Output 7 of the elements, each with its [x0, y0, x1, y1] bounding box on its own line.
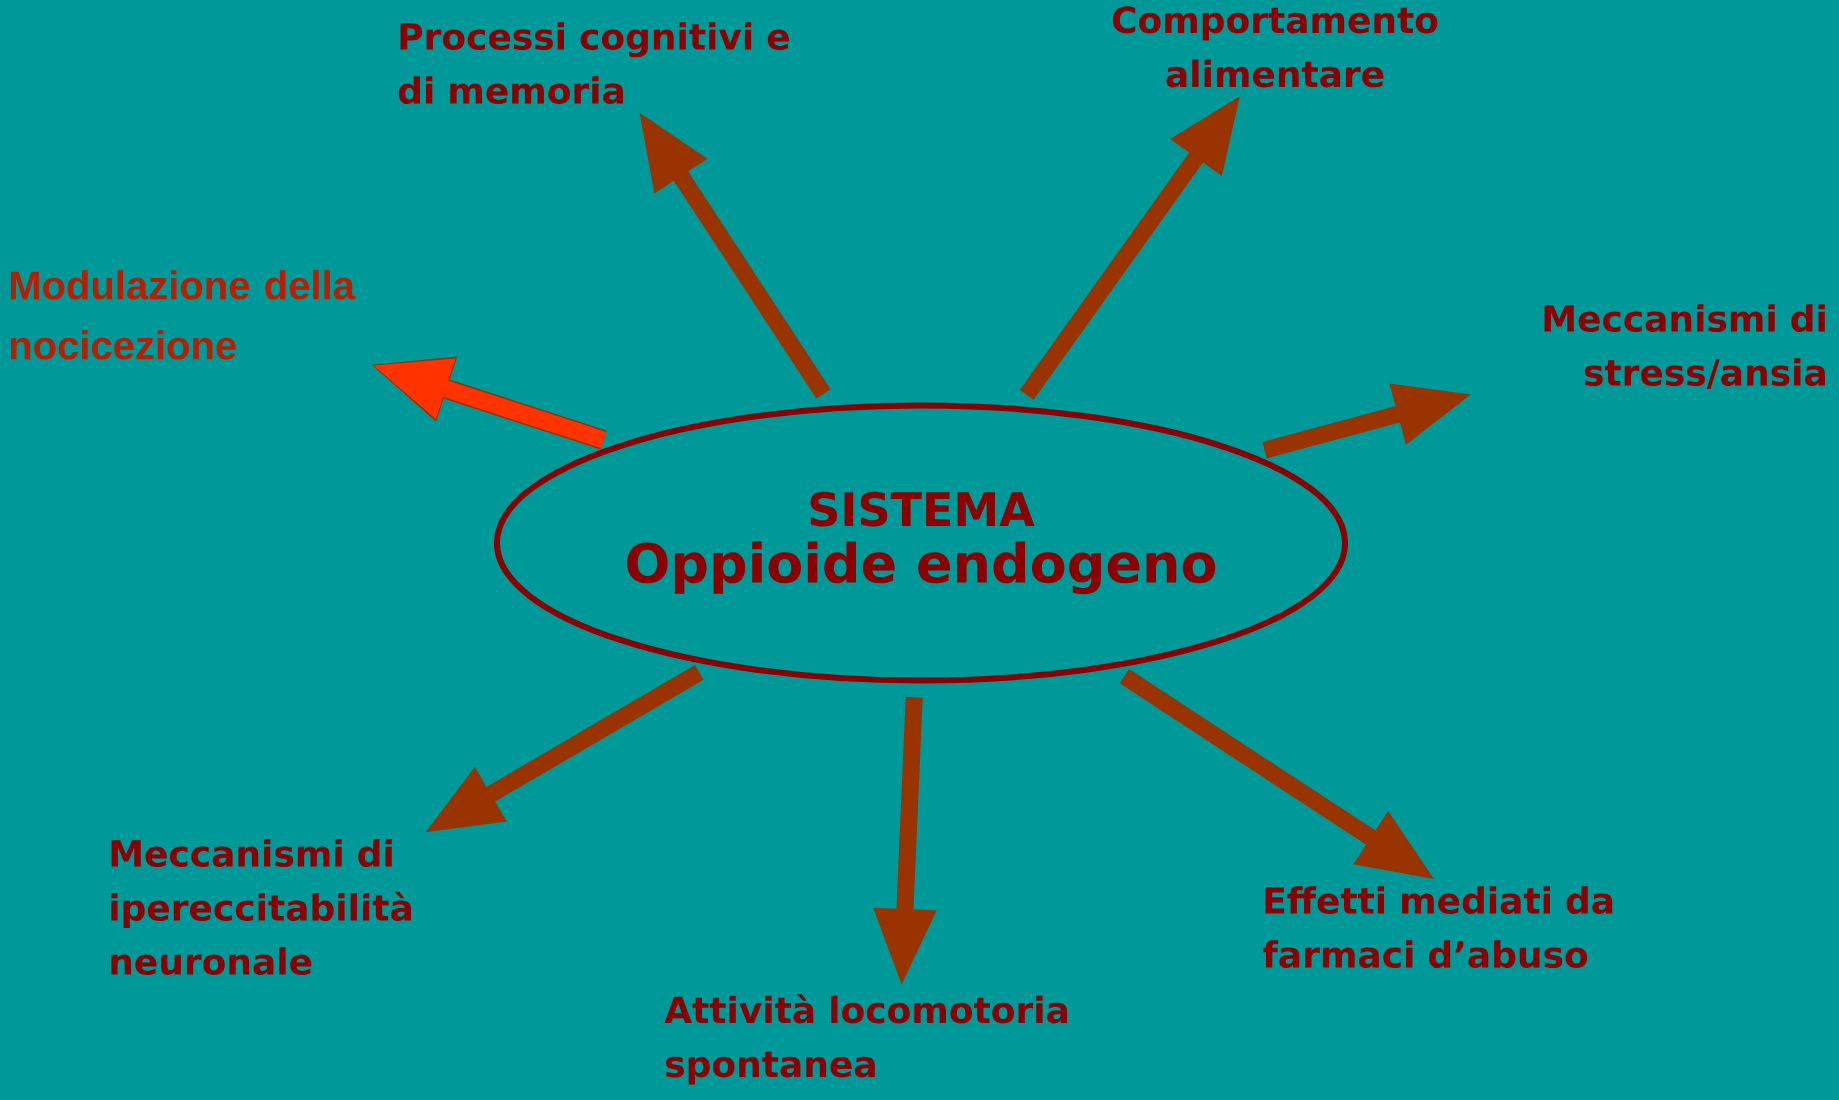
- effect-label: Attività locomotoria spontanea: [664, 994, 1068, 1085]
- effect-label: Effetti mediati da farmaci d’abuso: [1262, 886, 1613, 969]
- effect-label: Modulazione della nocicezione: [10, 270, 356, 360]
- effect-label: Processi cognitivi e di memoria: [398, 22, 789, 105]
- effect-label: Meccanismi di ipereccitabilità neuronale: [111, 839, 411, 976]
- effect-label: Comportamento alimentare: [1112, 6, 1438, 88]
- effect-label: Meccanismi di stress/ansia: [1544, 304, 1825, 389]
